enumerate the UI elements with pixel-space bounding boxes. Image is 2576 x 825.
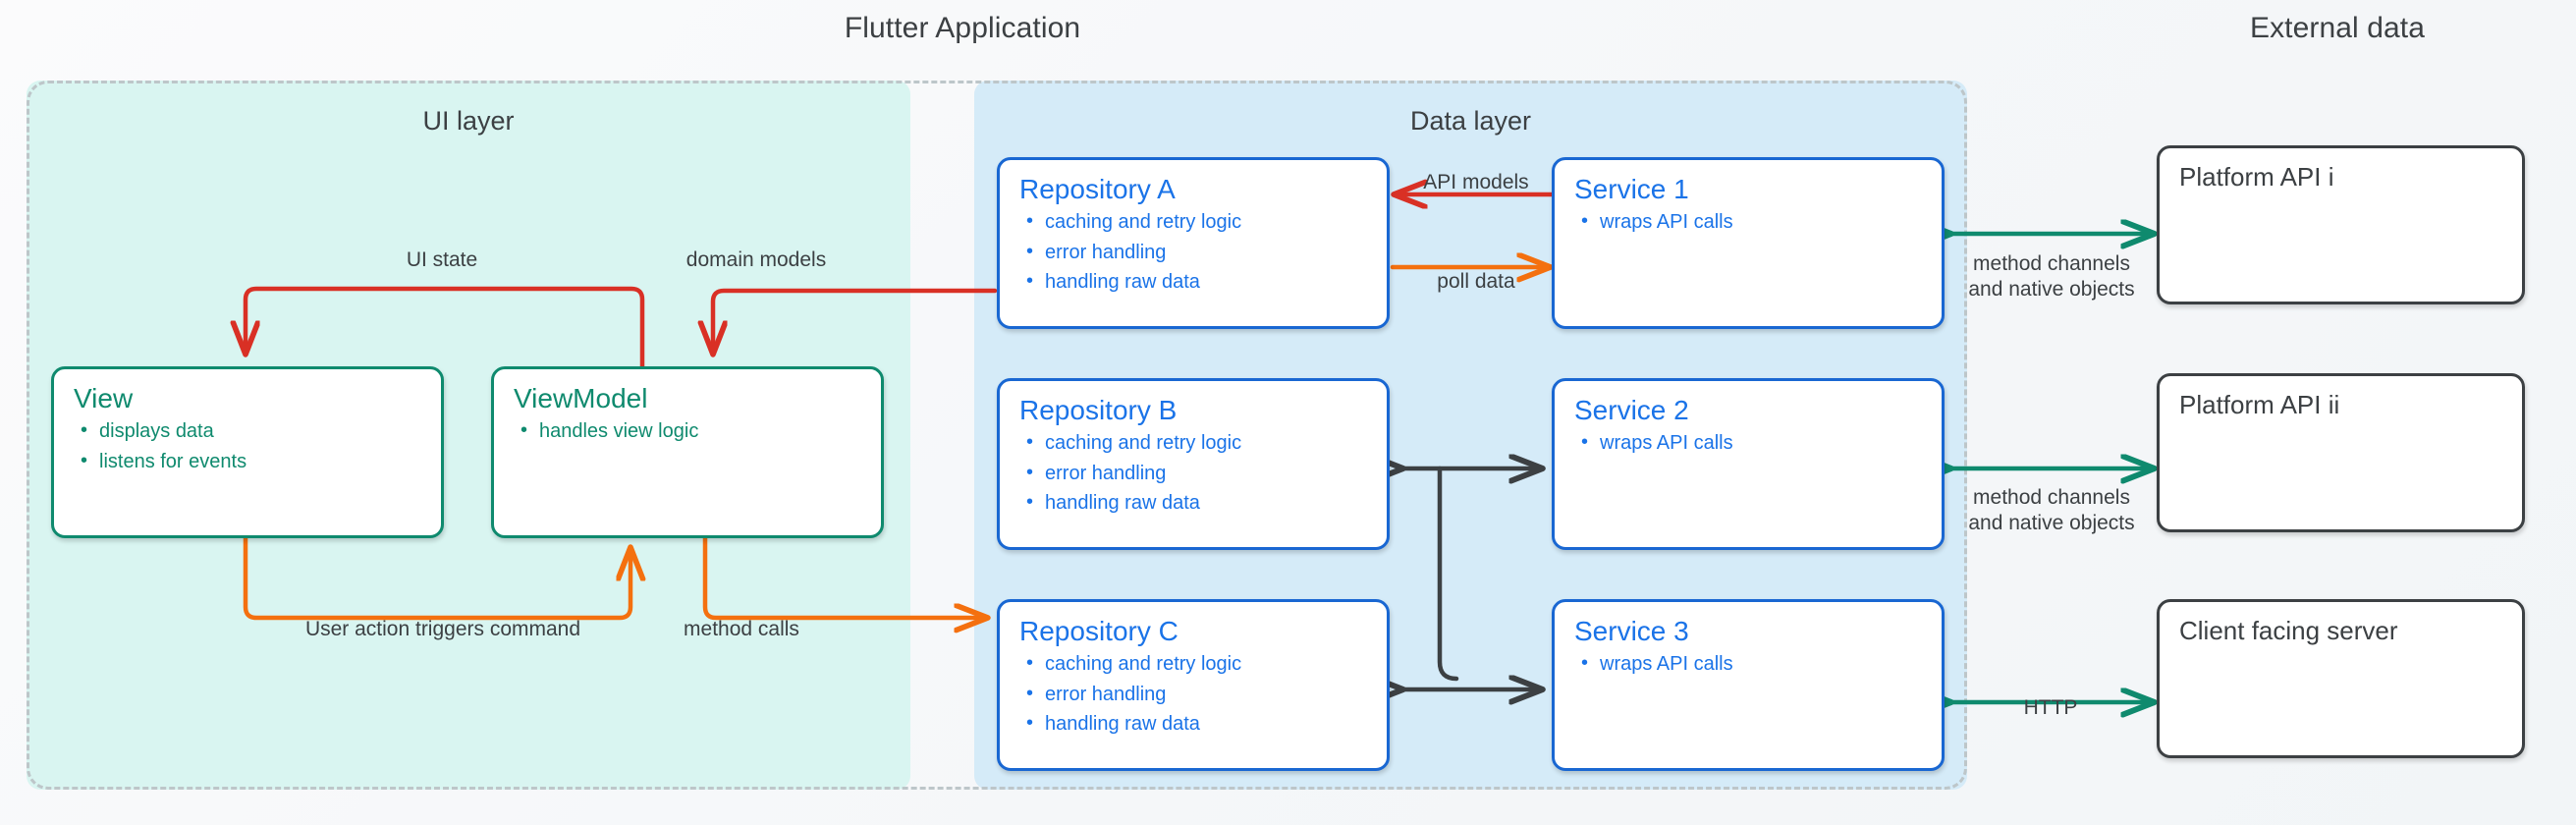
method-channels-ii-line-1: method channels [1973,486,2130,509]
card-view-bullets: displays data listens for events [74,415,421,476]
card-platform-api-ii[interactable]: Platform API ii [2157,373,2525,532]
card-service-3-title: Service 3 [1574,616,1689,646]
edge-label-domain-models: domain models [685,248,827,271]
card-platform-api-i[interactable]: Platform API i [2157,145,2525,304]
card-repository-b[interactable]: Repository B caching and retry logic err… [997,378,1390,550]
list-item: error handling [1026,237,1367,267]
card-view-title: View [74,383,134,413]
card-platform-api-ii-title: Platform API ii [2179,390,2340,419]
card-viewmodel-title: ViewModel [514,383,648,413]
list-item: handling raw data [1026,266,1367,297]
edge-label-user-action: User action triggers command [304,618,581,640]
list-item: caching and retry logic [1026,648,1367,679]
card-repository-c-title: Repository C [1019,616,1178,646]
edge-label-method-channels-i: method channels and native objects [1929,251,2174,302]
card-service-1-bullets: wraps API calls [1574,206,1922,237]
method-channels-i-line-1: method channels [1973,252,2130,275]
card-service-3[interactable]: Service 3 wraps API calls [1552,599,1945,771]
method-channels-ii-line-2: and native objects [1968,511,2135,534]
list-item: caching and retry logic [1026,206,1367,237]
method-channels-i-line-2: and native objects [1968,277,2135,301]
card-service-1[interactable]: Service 1 wraps API calls [1552,157,1945,329]
list-item: handling raw data [1026,487,1367,518]
list-item: error handling [1026,679,1367,709]
flutter-application-title: Flutter Application [844,12,1081,44]
list-item: listens for events [81,446,421,476]
list-item: wraps API calls [1581,427,1922,458]
card-service-2-title: Service 2 [1574,395,1689,425]
card-repository-b-title: Repository B [1019,395,1178,425]
card-service-3-bullets: wraps API calls [1574,648,1922,679]
list-item: error handling [1026,458,1367,488]
list-item: caching and retry logic [1026,427,1367,458]
data-layer-label: Data layer [1409,106,1532,136]
card-repository-c[interactable]: Repository C caching and retry logic err… [997,599,1390,771]
edge-label-poll-data: poll data [1437,270,1515,293]
card-platform-api-i-title: Platform API i [2179,162,2334,192]
card-repository-a[interactable]: Repository A caching and retry logic err… [997,157,1390,329]
card-repository-b-bullets: caching and retry logic error handling h… [1019,427,1367,518]
card-repository-a-bullets: caching and retry logic error handling h… [1019,206,1367,297]
card-repository-c-bullets: caching and retry logic error handling h… [1019,648,1367,739]
card-repository-a-title: Repository A [1019,174,1176,204]
edge-label-http: HTTP [2023,696,2078,719]
edge-label-api-models: API models [1423,171,1529,193]
flutter-application-boundary [27,81,1967,790]
edge-label-ui-state: UI state [406,248,478,271]
ui-layer-label: UI layer [422,106,515,136]
card-service-1-title: Service 1 [1574,174,1689,204]
card-viewmodel-bullets: handles view logic [514,415,861,446]
card-service-2-bullets: wraps API calls [1574,427,1922,458]
card-service-2[interactable]: Service 2 wraps API calls [1552,378,1945,550]
list-item: wraps API calls [1581,206,1922,237]
external-data-title: External data [2249,12,2426,44]
list-item: handling raw data [1026,708,1367,739]
list-item: wraps API calls [1581,648,1922,679]
list-item: handles view logic [521,415,861,446]
list-item: displays data [81,415,421,446]
card-client-facing-server-title: Client facing server [2179,616,2398,645]
card-client-facing-server[interactable]: Client facing server [2157,599,2525,758]
edge-label-method-channels-ii: method channels and native objects [1929,485,2174,535]
edge-label-method-calls: method calls [684,618,799,640]
card-viewmodel[interactable]: ViewModel handles view logic [491,366,884,538]
card-view[interactable]: View displays data listens for events [51,366,444,538]
